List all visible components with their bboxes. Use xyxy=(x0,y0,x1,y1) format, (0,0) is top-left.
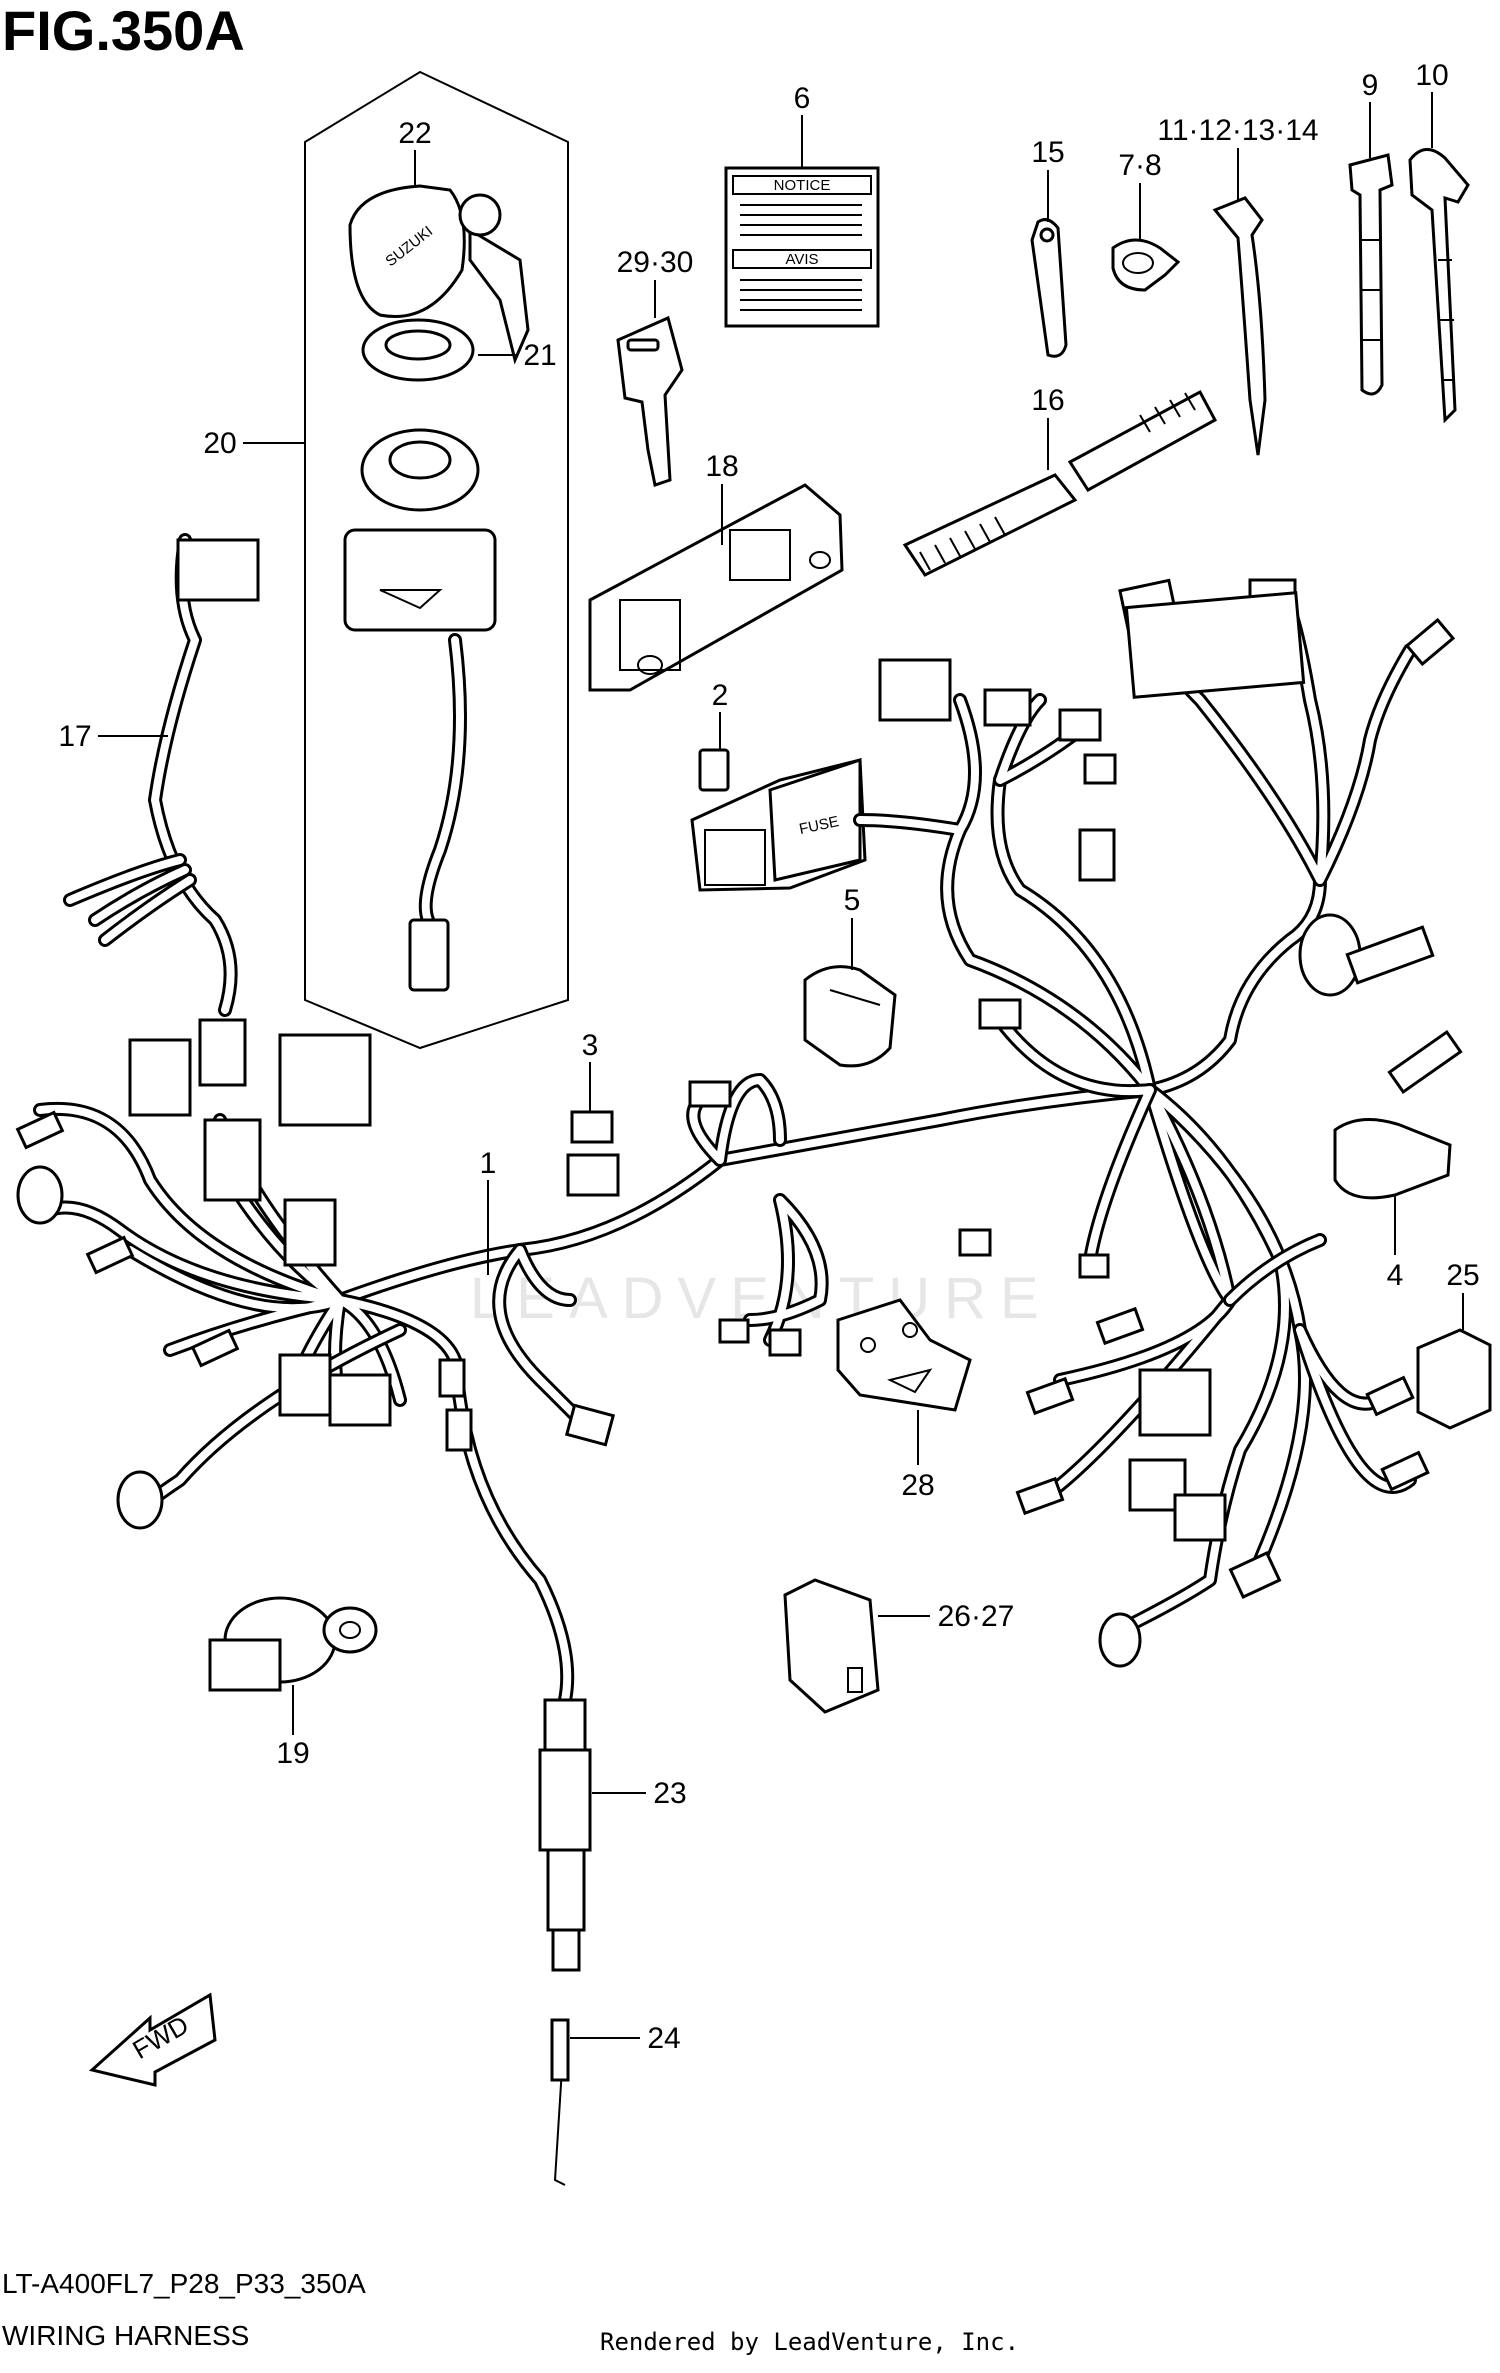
callout-18: 18 xyxy=(705,450,738,483)
callout-11-14: 11·12·13·14 xyxy=(1157,114,1318,147)
callout-16: 16 xyxy=(1031,384,1064,417)
callout-3: 3 xyxy=(582,1029,599,1062)
part-1-main-harness[interactable] xyxy=(15,578,1463,1668)
part-28-bracket[interactable] xyxy=(836,1298,972,1412)
part-15-clamp[interactable] xyxy=(1030,218,1068,358)
callout-15: 15 xyxy=(1031,136,1064,169)
callout-28: 28 xyxy=(901,1469,934,1502)
callout-5: 5 xyxy=(844,884,861,917)
part-7-8-clip[interactable] xyxy=(1111,238,1181,292)
part-24-sensor-lead[interactable] xyxy=(550,2018,570,2186)
callout-7-8: 7·8 xyxy=(1118,149,1161,182)
part-5-boot[interactable] xyxy=(803,965,897,1068)
part-25-relay[interactable] xyxy=(1416,1328,1492,1430)
callouts: 1 2 3 4 5 6 7·8 9 10 11·12·13·14 15 16 1… xyxy=(58,59,1479,2055)
callout-4: 4 xyxy=(1387,1259,1404,1292)
part-9-tie[interactable] xyxy=(1348,153,1394,396)
part-23-sensor[interactable] xyxy=(445,1378,592,1972)
part-22-key-cover[interactable]: SUZUKI xyxy=(348,184,530,365)
part-16-protector[interactable] xyxy=(902,389,1218,577)
ignition-switch-body[interactable] xyxy=(343,428,497,992)
part-19-switch[interactable] xyxy=(208,1596,378,1692)
fwd-arrow: FWD xyxy=(88,1992,217,2087)
callout-17: 17 xyxy=(58,720,91,753)
callout-1: 1 xyxy=(480,1147,497,1180)
callout-20: 20 xyxy=(203,427,236,460)
label-notice-text: NOTICE xyxy=(774,177,831,194)
part-2-fuse-box[interactable]: FUSE xyxy=(690,748,867,892)
part-21-ring-nut[interactable] xyxy=(361,318,475,382)
ignition-switch-assembly-box: SUZUKI xyxy=(304,70,569,1050)
part-6-label[interactable]: NOTICE AVIS xyxy=(724,166,880,328)
callout-10: 10 xyxy=(1415,59,1448,92)
part-4-boot[interactable] xyxy=(1333,1118,1452,1200)
callout-2: 2 xyxy=(712,679,729,712)
callout-26-27: 26·27 xyxy=(938,1600,1015,1633)
callout-22: 22 xyxy=(398,117,431,150)
callout-19: 19 xyxy=(276,1737,309,1770)
callout-23: 23 xyxy=(653,1777,686,1810)
part-18-bracket[interactable] xyxy=(588,483,844,692)
part-29-30-key[interactable] xyxy=(616,315,684,487)
part-3-connector[interactable] xyxy=(566,1110,620,1197)
callout-29-30: 29·30 xyxy=(617,246,694,279)
part-26-27-relay[interactable] xyxy=(783,1578,880,1714)
callout-25: 25 xyxy=(1446,1259,1479,1292)
callout-24: 24 xyxy=(647,2022,680,2055)
part-17-sub-harness[interactable] xyxy=(63,533,260,1087)
model-code: LT-A400FL7_P28_P33_350A xyxy=(2,2268,366,2299)
callout-21: 21 xyxy=(523,339,556,372)
render-credit: Rendered by LeadVenture, Inc. xyxy=(600,2328,1019,2356)
label-avis-text: AVIS xyxy=(785,251,818,268)
figure-title: FIG.350A xyxy=(2,0,245,62)
callout-9: 9 xyxy=(1362,69,1379,102)
part-10-tie[interactable] xyxy=(1408,148,1470,424)
callout-6: 6 xyxy=(794,82,811,115)
part-11-14-band[interactable] xyxy=(1212,196,1267,456)
figure-name: WIRING HARNESS xyxy=(2,2320,249,2351)
